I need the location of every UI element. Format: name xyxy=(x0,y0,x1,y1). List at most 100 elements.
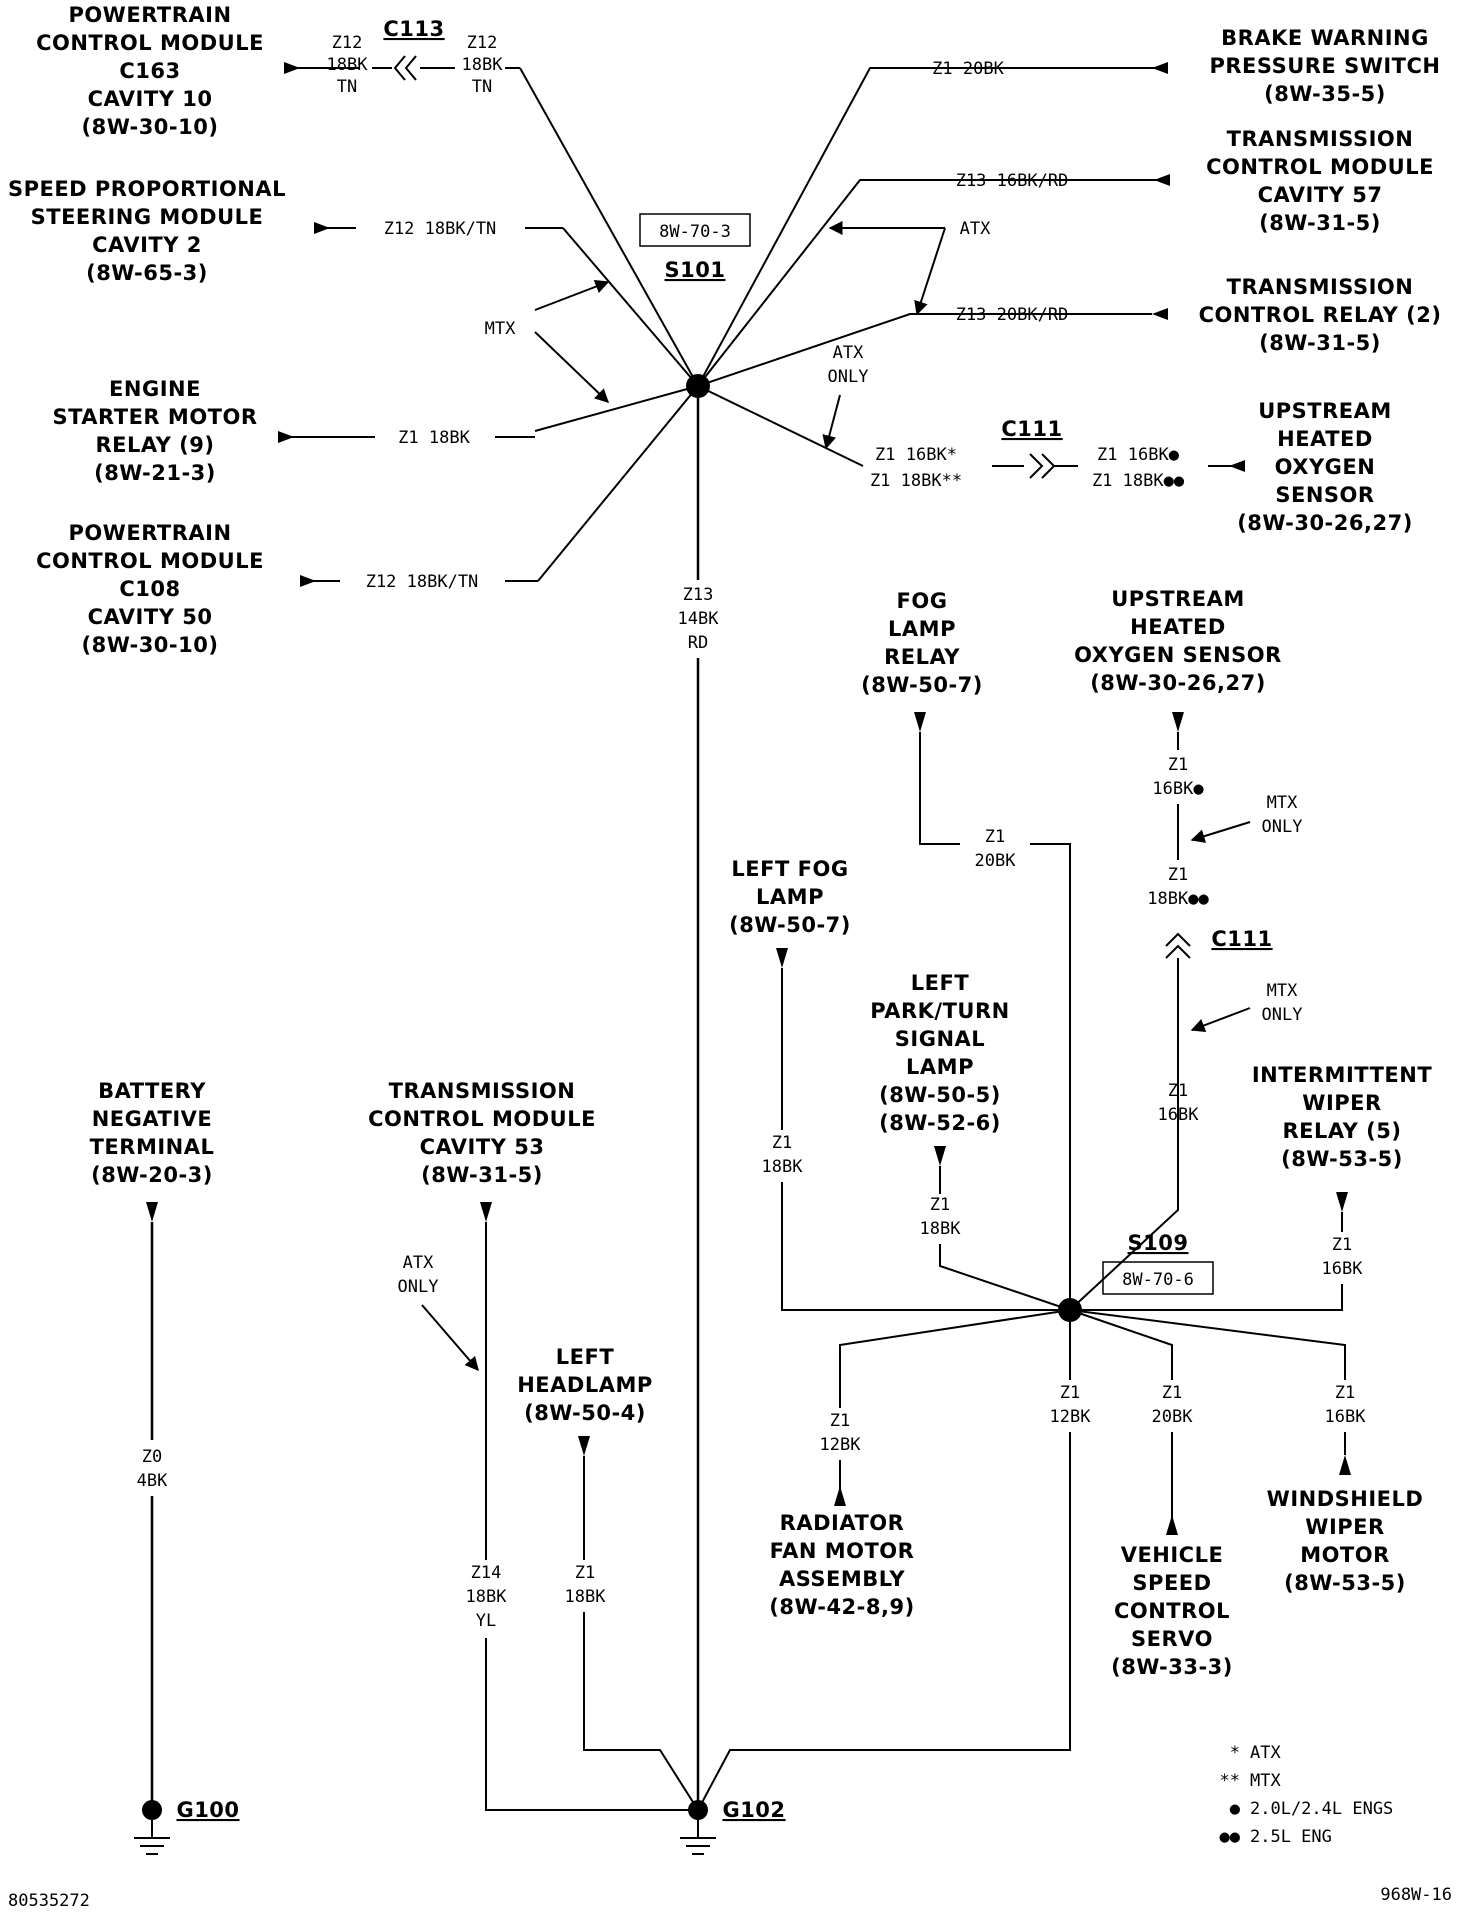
doc-number-right: 968W-16 xyxy=(1380,1885,1452,1905)
s101-ref-box xyxy=(639,213,751,247)
svg-text:STARTER MOTOR: STARTER MOTOR xyxy=(52,405,257,429)
svg-text:TRANSMISSION: TRANSMISSION xyxy=(389,1079,576,1103)
svg-text:20BK: 20BK xyxy=(975,851,1017,871)
svg-text:SPEED: SPEED xyxy=(1132,1571,1211,1595)
svg-text:ONLY: ONLY xyxy=(398,1277,439,1297)
svg-text:RADIATOR: RADIATOR xyxy=(780,1511,905,1535)
svg-text:ATX: ATX xyxy=(833,343,864,363)
windshield-wiper-component: Z1 16BK WINDSHIELD WIPER MOTOR (8W-53-5) xyxy=(1267,1380,1424,1595)
svg-text:*: * xyxy=(1230,1743,1240,1763)
c113-label: C113 xyxy=(383,17,444,41)
svg-text:(8W-42-8,9): (8W-42-8,9) xyxy=(769,1595,914,1619)
splice-s109-dot xyxy=(1058,1298,1082,1322)
svg-text:CAVITY 50: CAVITY 50 xyxy=(88,605,213,629)
svg-text:POWERTRAIN: POWERTRAIN xyxy=(68,3,231,27)
brake-switch-component: Z1 20BK BRAKE WARNING PRESSURE SWITCH (8… xyxy=(932,26,1440,106)
svg-text:YL: YL xyxy=(476,1611,496,1631)
svg-text:ATX: ATX xyxy=(960,219,991,239)
svg-text:OXYGEN: OXYGEN xyxy=(1275,455,1376,479)
svg-text:C108: C108 xyxy=(119,577,180,601)
s109-label: S109 xyxy=(1128,1231,1189,1255)
svg-text:Z1: Z1 xyxy=(1168,865,1188,885)
pcm-c163-component: POWERTRAIN CONTROL MODULE C163 CAVITY 10… xyxy=(36,3,263,139)
svg-text:(8W-53-5): (8W-53-5) xyxy=(1284,1571,1406,1595)
starter-relay-component: ENGINE STARTER MOTOR RELAY (9) (8W-21-3)… xyxy=(52,377,535,485)
svg-text:CAVITY 57: CAVITY 57 xyxy=(1258,183,1383,207)
svg-text:MTX: MTX xyxy=(1267,981,1298,1001)
svg-text:18BK: 18BK xyxy=(327,55,369,75)
splice-s101-dot xyxy=(686,374,710,398)
g100-ground: G100 xyxy=(134,1798,239,1855)
wire-starter: Z1 18BK xyxy=(398,428,470,448)
svg-text:WINDSHIELD: WINDSHIELD xyxy=(1267,1487,1424,1511)
svg-text:UPSTREAM: UPSTREAM xyxy=(1258,399,1392,423)
svg-text:RELAY (5): RELAY (5) xyxy=(1283,1119,1402,1143)
svg-text:MOTOR: MOTOR xyxy=(1300,1543,1390,1567)
svg-text:ONLY: ONLY xyxy=(1262,817,1303,837)
svg-text:SIGNAL: SIGNAL xyxy=(895,1027,985,1051)
svg-text:16BK: 16BK xyxy=(1325,1407,1367,1427)
svg-text:HEADLAMP: HEADLAMP xyxy=(517,1373,653,1397)
svg-text:4BK: 4BK xyxy=(137,1471,168,1491)
legend: * ATX ** MTX ● 2.0L/2.4L ENGS ●● 2.5L EN… xyxy=(1220,1743,1394,1847)
wire-tcm-57: Z13 16BK/RD xyxy=(956,171,1069,191)
svg-text:INTERMITTENT: INTERMITTENT xyxy=(1252,1063,1432,1087)
svg-text:TERMINAL: TERMINAL xyxy=(90,1135,215,1159)
svg-text:WIPER: WIPER xyxy=(1305,1515,1384,1539)
s109-ref-box xyxy=(1102,1261,1214,1295)
s109-down-wire: Z1 12BK xyxy=(1040,1380,1102,1432)
svg-text:14BK: 14BK xyxy=(678,609,720,629)
svg-text:(8W-21-3): (8W-21-3) xyxy=(94,461,216,485)
svg-text:(8W-50-4): (8W-50-4) xyxy=(524,1401,646,1425)
svg-text:VEHICLE: VEHICLE xyxy=(1121,1543,1224,1567)
left-headlamp-component: LEFT HEADLAMP (8W-50-4) Z1 18BK xyxy=(517,1345,699,1811)
svg-text:2.5L ENG: 2.5L ENG xyxy=(1250,1827,1332,1847)
svg-text:ONLY: ONLY xyxy=(828,367,869,387)
doc-number-left: 80535272 xyxy=(8,1891,90,1911)
svg-text:16BK●: 16BK● xyxy=(1152,779,1204,799)
svg-text:BRAKE WARNING: BRAKE WARNING xyxy=(1221,26,1429,50)
svg-text:20BK: 20BK xyxy=(1152,1407,1194,1427)
svg-text:Z1: Z1 xyxy=(930,1195,950,1215)
svg-text:(8W-30-10): (8W-30-10) xyxy=(82,115,219,139)
svg-text:(8W-35-5): (8W-35-5) xyxy=(1264,82,1386,106)
svg-text:2.0L/2.4L ENGS: 2.0L/2.4L ENGS xyxy=(1250,1799,1393,1819)
svg-text:Z1: Z1 xyxy=(1168,1081,1188,1101)
svg-text:Z13: Z13 xyxy=(683,585,714,605)
svg-text:(8W-65-3): (8W-65-3) xyxy=(86,261,208,285)
svg-text:Z1: Z1 xyxy=(985,827,1005,847)
svg-text:LAMP: LAMP xyxy=(906,1055,974,1079)
svg-text:(8W-50-7): (8W-50-7) xyxy=(861,673,983,697)
s101-label: S101 xyxy=(665,258,726,282)
svg-text:CONTROL MODULE: CONTROL MODULE xyxy=(36,549,264,573)
fog-relay-component: FOG LAMP RELAY (8W-50-7) Z1 20BK xyxy=(861,589,1030,876)
svg-text:Z12: Z12 xyxy=(467,33,498,53)
svg-text:ATX: ATX xyxy=(403,1253,434,1273)
svg-text:SENSOR: SENSOR xyxy=(1275,483,1374,507)
svg-text:TRANSMISSION: TRANSMISSION xyxy=(1227,275,1414,299)
c111-label: C111 xyxy=(1001,417,1062,441)
svg-text:STEERING MODULE: STEERING MODULE xyxy=(31,205,264,229)
svg-text:PRESSURE SWITCH: PRESSURE SWITCH xyxy=(1209,54,1440,78)
svg-text:(8W-30-10): (8W-30-10) xyxy=(82,633,219,657)
svg-text:RELAY: RELAY xyxy=(884,645,960,669)
svg-text:Z1 18BK●●: Z1 18BK●● xyxy=(1092,471,1185,491)
svg-text:Z1 16BK●: Z1 16BK● xyxy=(1097,445,1180,465)
g102-ground: G102 xyxy=(680,1798,785,1855)
svg-text:OXYGEN SENSOR: OXYGEN SENSOR xyxy=(1074,643,1282,667)
svg-text:LEFT: LEFT xyxy=(556,1345,615,1369)
svg-text:MTX: MTX xyxy=(485,319,516,339)
mtx-annotation: MTX xyxy=(485,279,610,403)
vss-component: Z1 20BK VEHICLE SPEED CONTROL SERVO (8W-… xyxy=(1111,1380,1232,1679)
svg-text:Z12: Z12 xyxy=(332,33,363,53)
svg-text:●●: ●● xyxy=(1220,1827,1241,1847)
svg-text:Z1: Z1 xyxy=(575,1563,595,1583)
s101-down-wire: Z13 14BK RD xyxy=(668,580,730,658)
svg-text:16BK: 16BK xyxy=(1322,1259,1364,1279)
c111-upper-connector: Z1 16BK* Z1 18BK** C111 Z1 16BK● Z1 18BK… xyxy=(870,417,1245,491)
svg-text:LAMP: LAMP xyxy=(756,885,824,909)
svg-text:Z1: Z1 xyxy=(1162,1383,1182,1403)
svg-text:SPEED PROPORTIONAL: SPEED PROPORTIONAL xyxy=(8,177,286,201)
atx-only-annotation-2: ATX ONLY xyxy=(398,1253,479,1372)
